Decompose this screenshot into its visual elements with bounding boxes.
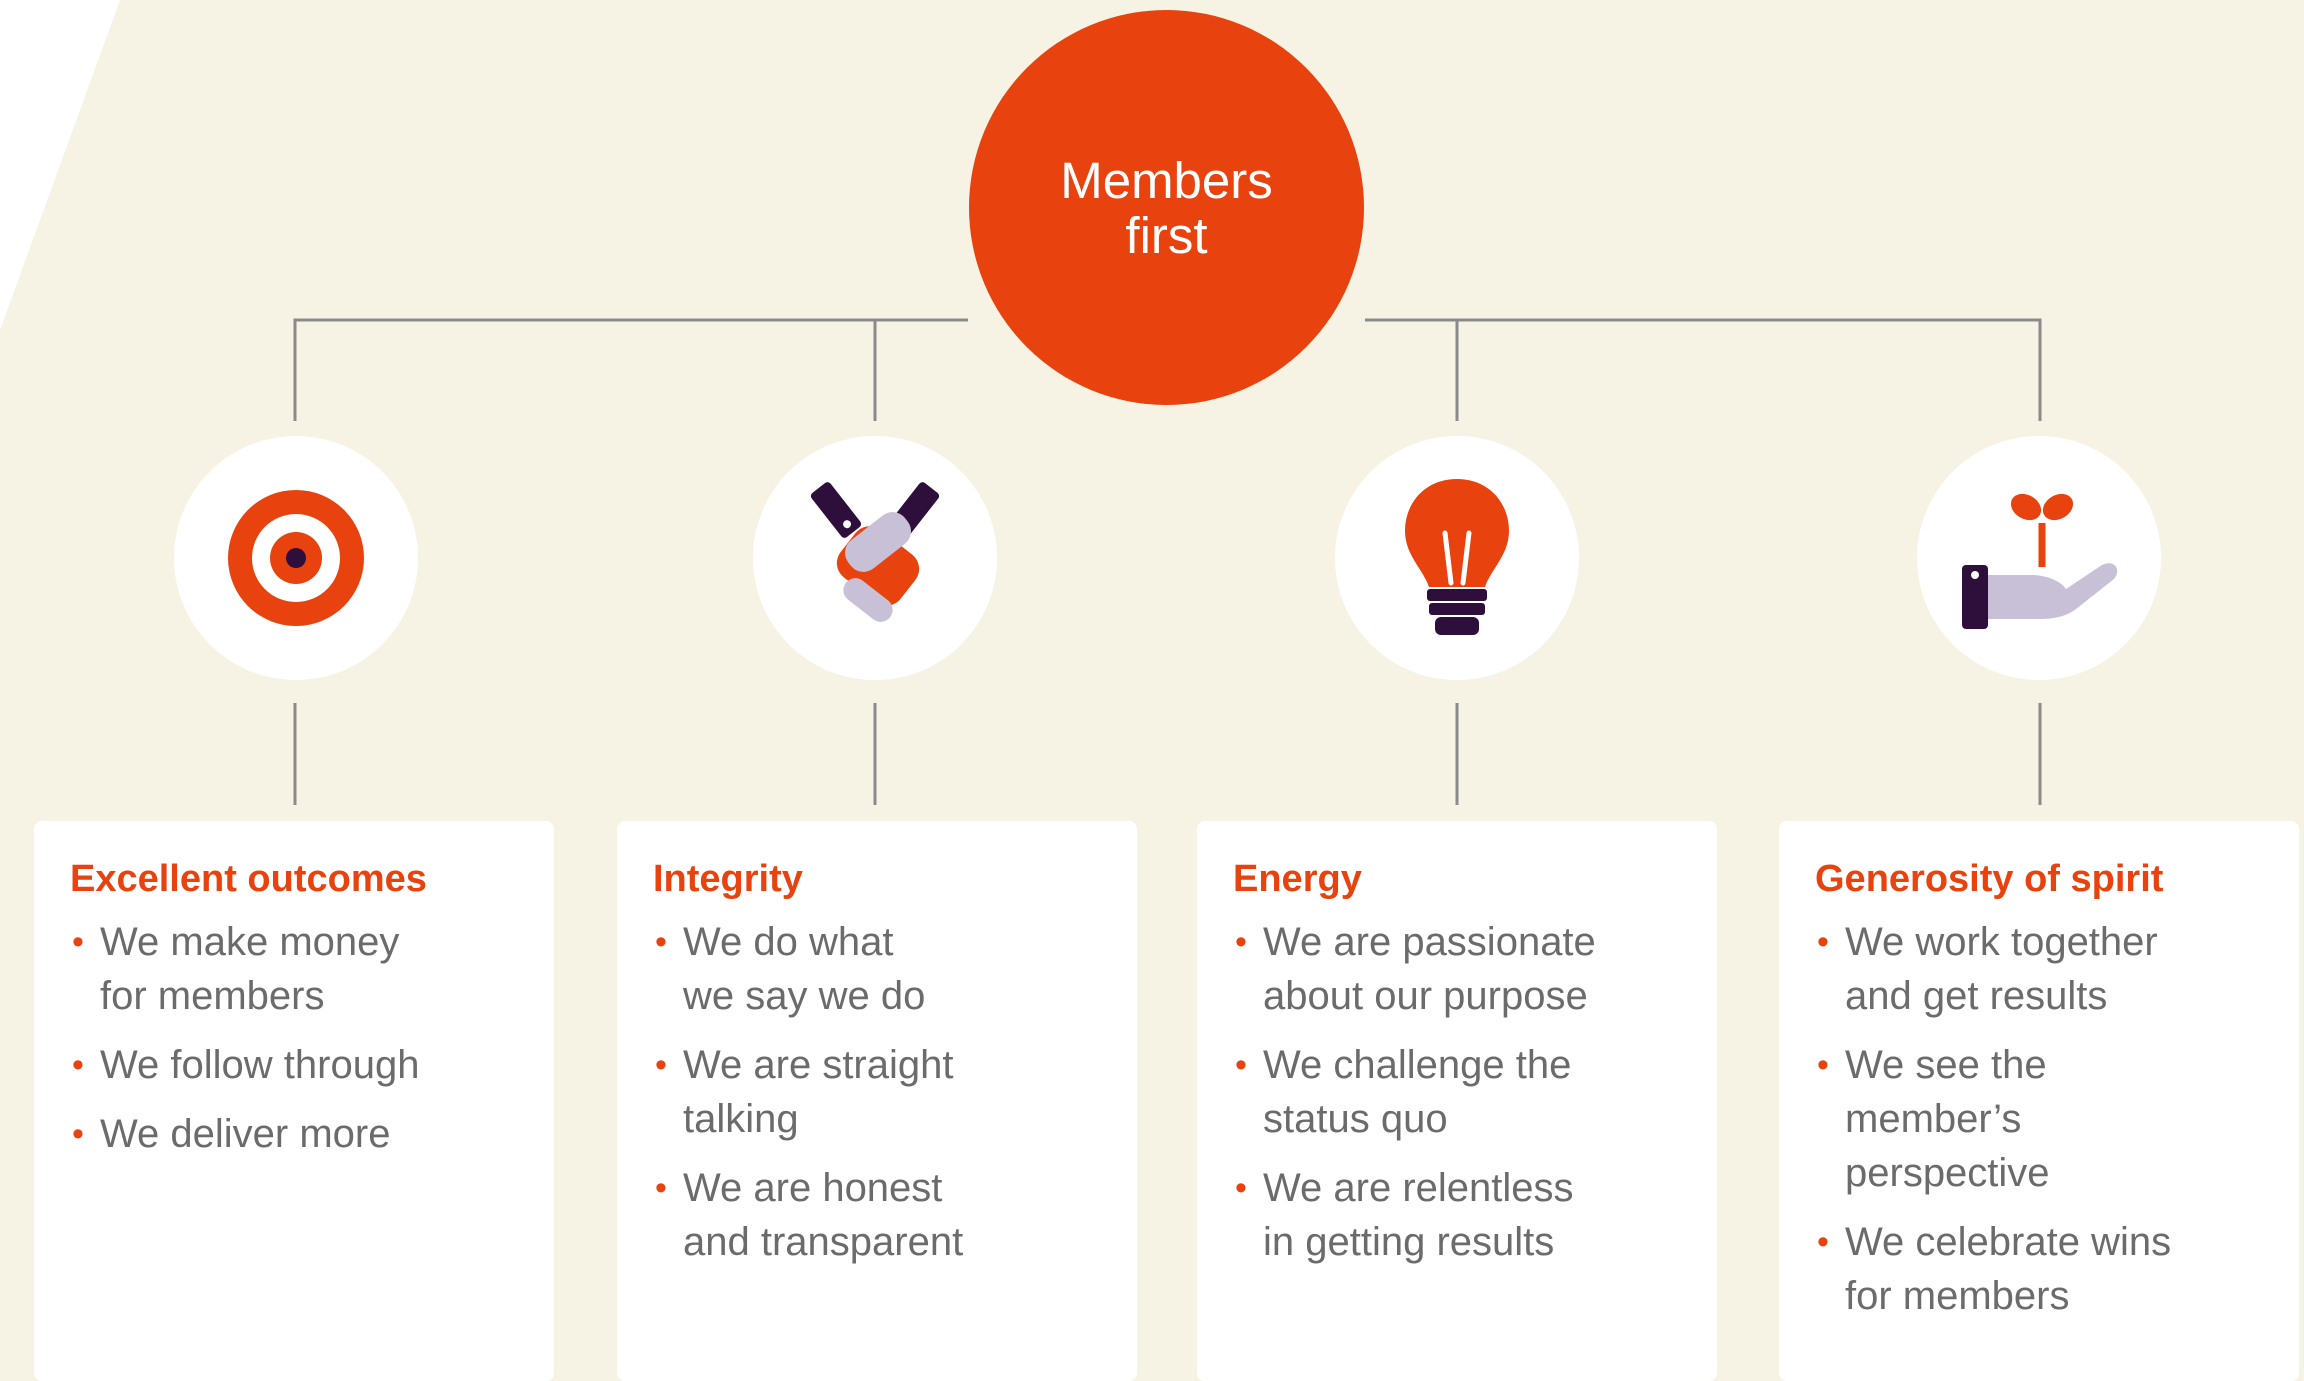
value-card-energy: Energy •We are passionate about our purp… [1197,821,1717,1381]
bullet-icon: • [1817,923,1829,961]
bullet-icon: • [655,1046,667,1084]
bullet-icon: • [1235,1169,1247,1207]
list-item: •We are passionate about our purpose [1233,915,1687,1023]
list-item: •We follow through [70,1038,524,1092]
value-card-generosity-of-spirit: Generosity of spirit •We work together a… [1779,821,2299,1381]
list-item: •We deliver more [70,1107,524,1161]
lightbulb-icon [1405,479,1509,635]
value-icon-circle-3 [1335,436,1579,680]
bullet-icon: • [72,1115,84,1153]
bullet-icon: • [1235,1046,1247,1084]
target-icon [228,490,364,626]
value-icon-circle-2 [753,436,997,680]
list-item: •We are honest and transparent [653,1161,1107,1269]
list-item: •We see the member’s perspective [1815,1038,2269,1200]
hub-title: Members first [1060,151,1273,264]
members-first-circle: Members first [969,10,1364,405]
card-title: Generosity of spirit [1815,858,2164,900]
bullet-icon: • [655,923,667,961]
list-item: •We do what we say we do [653,915,1107,1023]
card-title: Excellent outcomes [70,858,427,900]
bullet-icon: • [1817,1223,1829,1261]
bullet-icon: • [72,1046,84,1084]
value-icon-circle-1 [174,436,418,680]
card-title: Integrity [653,858,803,900]
list-item: •We challenge the status quo [1233,1038,1687,1146]
card-list: •We do what we say we do •We are straigh… [653,915,1107,1269]
handshake-icon [810,482,940,622]
value-icon-circle-4 [1917,436,2161,680]
value-card-integrity: Integrity •We do what we say we do •We a… [617,821,1137,1381]
corner-wedge [0,0,120,330]
bullet-icon: • [1235,923,1247,961]
list-item: •We are straight talking [653,1038,1107,1146]
list-item: •We are relentless in getting results [1233,1161,1687,1269]
card-list: •We are passionate about our purpose •We… [1233,915,1687,1269]
list-item: •We work together and get results [1815,915,2269,1023]
card-list: •We make money for members •We follow th… [70,915,524,1161]
bullet-icon: • [655,1169,667,1207]
bullet-icon: • [72,923,84,961]
list-item: •We make money for members [70,915,524,1023]
value-card-excellent-outcomes: Excellent outcomes •We make money for me… [34,821,554,1381]
bullet-icon: • [1817,1046,1829,1084]
card-list: •We work together and get results •We se… [1815,915,2269,1323]
hand-seedling-icon [1962,493,2118,629]
list-item: •We celebrate wins for members [1815,1215,2269,1323]
card-title: Energy [1233,858,1362,900]
